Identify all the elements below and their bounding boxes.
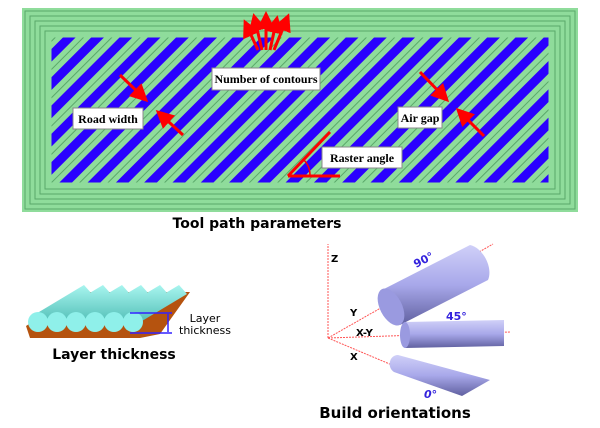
axis-y-label: Y (349, 308, 358, 319)
toolpath-caption: Tool path parameters (173, 216, 342, 232)
rods (28, 285, 187, 332)
axis-z-label: Z (331, 254, 338, 265)
raster-angle-mark (286, 130, 340, 178)
toolpath-panel: Number of contours Road width Air gap Ra… (22, 8, 578, 212)
layer-annotation-line2: thickness (179, 324, 231, 337)
layer-caption: Layer thickness (52, 347, 176, 363)
build-orientations-figure: Z Y X-Y X 90° 45° 0° (327, 243, 511, 401)
air-gap-label-box (397, 106, 443, 129)
air-gap-arrows (418, 70, 486, 138)
layer-thickness-figure: Layer thickness (26, 285, 231, 338)
cylinder-45 (400, 320, 504, 348)
raster-angle-label: Raster angle (330, 151, 395, 165)
cylinder-90 (377, 245, 490, 326)
road-width-arrows (118, 73, 185, 137)
axis-xy-label: X-Y (356, 328, 374, 339)
road-width-label: Road width (78, 112, 138, 126)
cylinder-0 (389, 354, 490, 396)
axis-x-label: X (350, 352, 358, 363)
build-caption: Build orientations (319, 404, 471, 422)
air-gap-label: Air gap (401, 111, 440, 125)
contours-label-box (211, 67, 321, 91)
road-width-label-box (72, 107, 144, 130)
layer-annotation-line1: Layer (190, 312, 221, 325)
raster-angle-label-box (321, 146, 403, 169)
contours-label: Number of contours (214, 72, 317, 86)
angle-0-label: 0° (424, 388, 437, 401)
contour-arrows (243, 11, 291, 51)
angle-45-label: 45° (446, 310, 467, 323)
